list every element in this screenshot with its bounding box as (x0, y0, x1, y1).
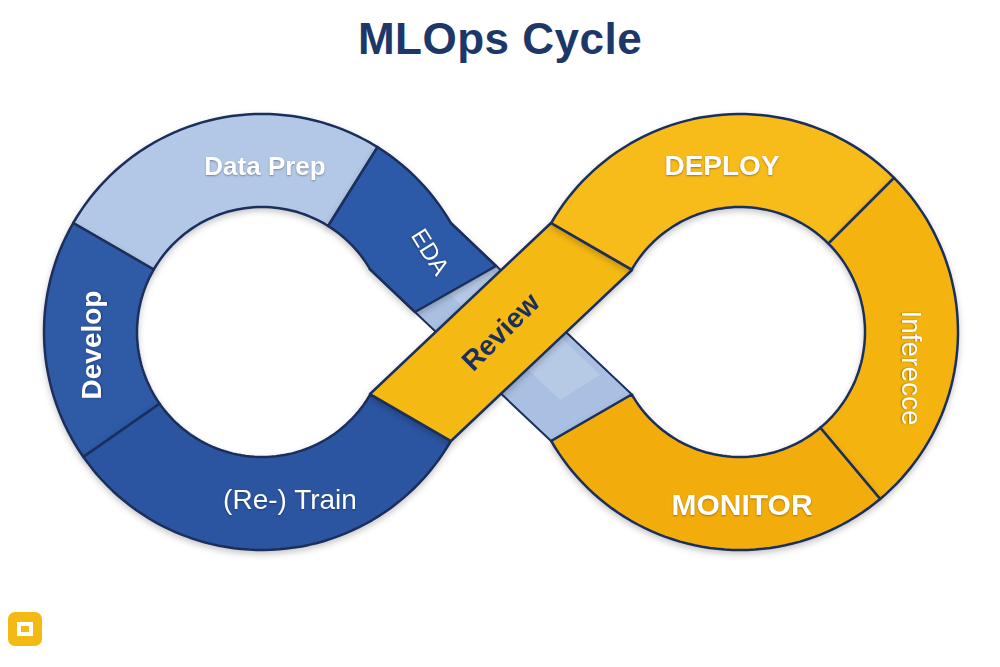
segment-label: MONITOR (671, 490, 812, 520)
segment-label: (Re-) Train (223, 486, 357, 514)
segment-label: Data Prep (204, 153, 325, 179)
data-prep-segment: Data Prep (73, 114, 379, 271)
segment-shape (83, 394, 452, 551)
segment-outline (328, 147, 496, 312)
logo-mark (17, 622, 33, 636)
segment-shape (328, 147, 497, 313)
eda-segment: EDA (328, 147, 497, 313)
segment-outline (551, 395, 880, 551)
segment-shape (73, 114, 379, 271)
train-segment: (Re-) Train (83, 394, 452, 551)
logo-icon (8, 612, 42, 646)
monitor-segment: MONITOR (551, 394, 881, 551)
segment-label: Develop (78, 291, 106, 400)
segment-outline (73, 114, 377, 270)
segment-outline (370, 223, 632, 441)
diagram-title: MLOps Cycle (0, 14, 1000, 64)
review-segment: Review (370, 223, 633, 442)
segment-label: DEPLOY (664, 152, 779, 180)
logo-square (8, 612, 42, 646)
segment-outline (83, 395, 450, 551)
segment-label: Inferecce (897, 310, 925, 425)
segment-shape (551, 394, 881, 551)
